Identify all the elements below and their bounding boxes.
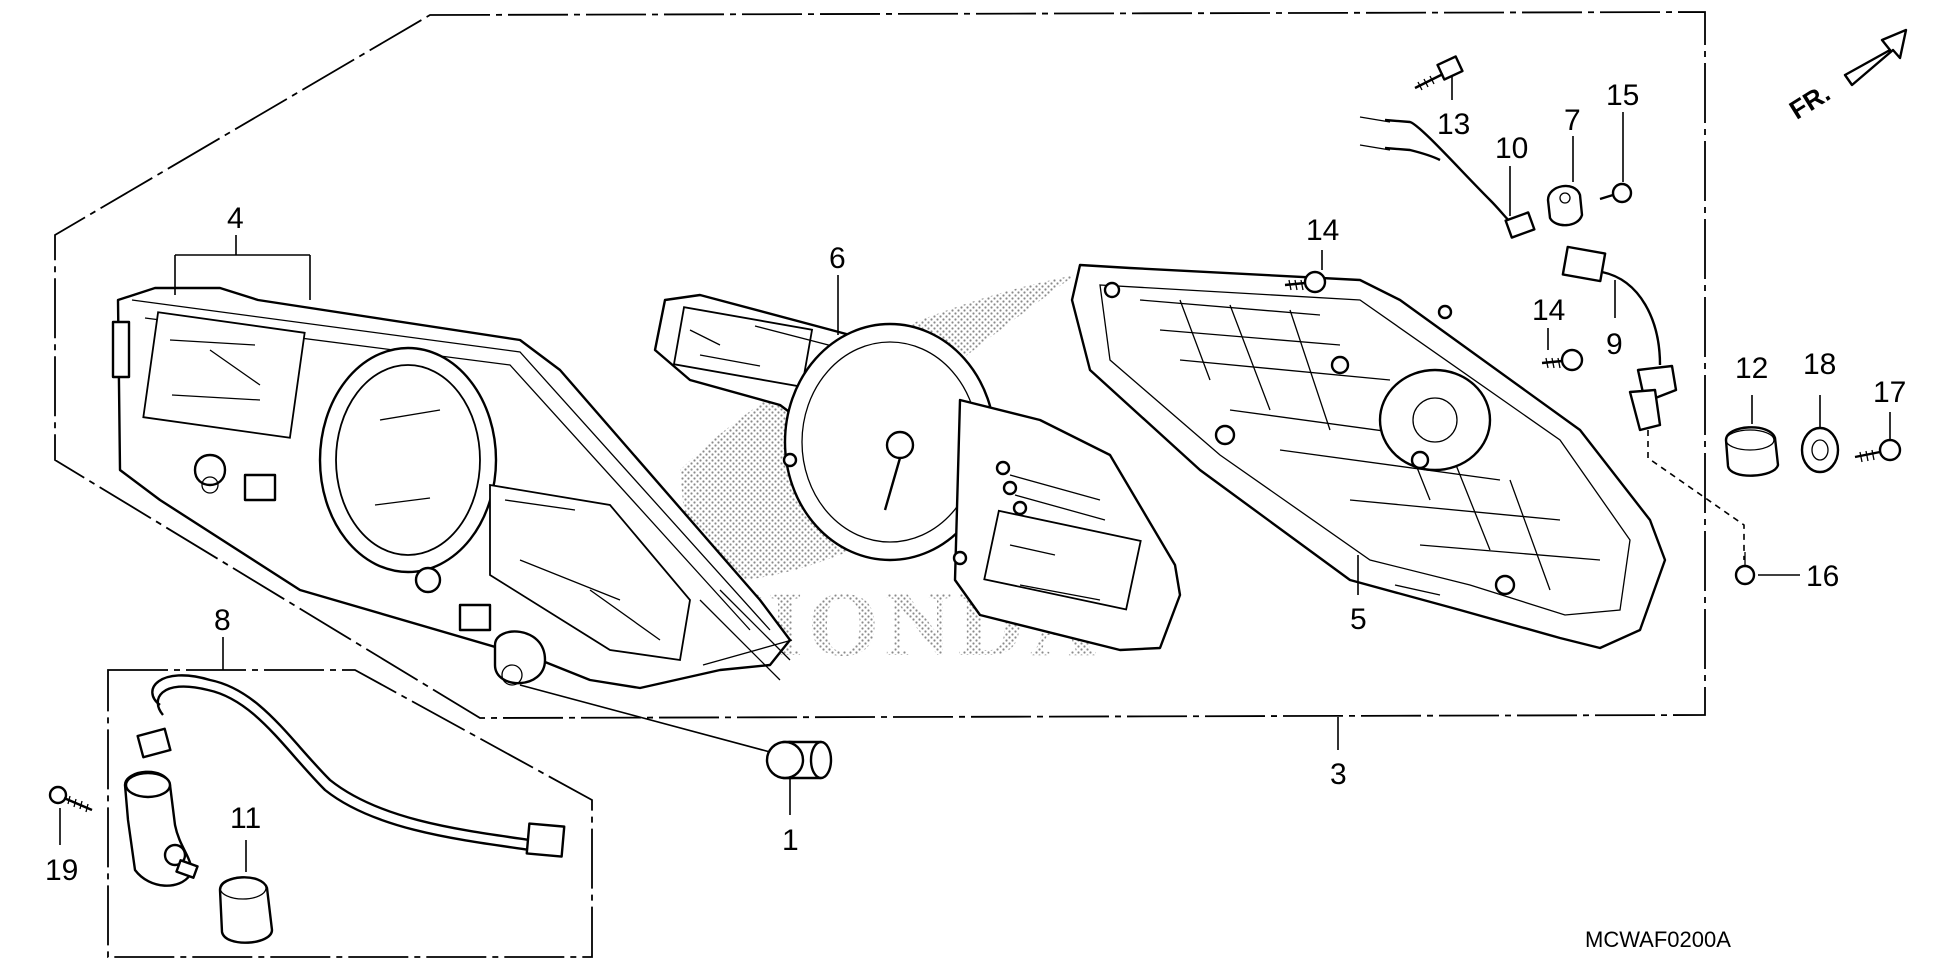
callout-8: 8 (214, 604, 231, 637)
bolt-part-13 (1414, 55, 1464, 91)
reference-code: MCWAF0200A (1585, 927, 1731, 952)
wire-part-10 (1359, 116, 1536, 239)
clamp-part-7 (1546, 184, 1584, 227)
callout-7: 7 (1564, 104, 1581, 137)
callout-12: 12 (1735, 352, 1768, 385)
connector-part-9 (1561, 245, 1678, 432)
assembly-boundary (54, 11, 1706, 719)
meter-unit-part-6 (653, 293, 1182, 652)
grommet-part-12 (1724, 426, 1780, 477)
front-label: FR. (1784, 78, 1835, 126)
callout-14-upper: 14 (1306, 214, 1339, 247)
screw-part-15 (1599, 182, 1633, 204)
callout-14-lower: 14 (1532, 294, 1565, 327)
screw-part-14-lower (1541, 348, 1584, 372)
harness-part-8 (123, 674, 566, 887)
callout-19: 19 (45, 854, 78, 887)
callout-6: 6 (829, 242, 846, 275)
callout-9: 9 (1606, 328, 1623, 361)
callout-3: 3 (1330, 758, 1347, 791)
grommet-part-1 (765, 740, 833, 780)
leader-lines (59, 76, 1891, 872)
screw-part-17 (1854, 438, 1902, 463)
callout-15: 15 (1606, 79, 1639, 112)
subkit-boundary (107, 669, 593, 958)
callout-13: 13 (1437, 108, 1470, 141)
callout-1: 1 (782, 824, 799, 857)
screw-part-14-upper (1284, 270, 1327, 294)
callout-11: 11 (230, 802, 261, 835)
front-direction-arrow: FR. (1784, 28, 1908, 126)
callout-17: 17 (1873, 376, 1906, 409)
callout-labels: 4 6 5 3 1 8 19 11 13 10 7 15 9 14 14 12 … (45, 79, 1906, 952)
rubber-cap-part-11 (218, 876, 274, 944)
callout-10: 10 (1495, 132, 1528, 165)
callout-4: 4 (227, 202, 244, 235)
callout-5: 5 (1350, 603, 1367, 636)
meter-lens-part-4 (111, 286, 793, 690)
screw-part-19 (48, 785, 93, 813)
lower-case-part-5 (1070, 263, 1667, 650)
callout-16: 16 (1806, 560, 1839, 593)
washer-part-18 (1800, 426, 1840, 474)
screw-part-16 (1734, 552, 1756, 586)
callout-18: 18 (1803, 348, 1836, 381)
